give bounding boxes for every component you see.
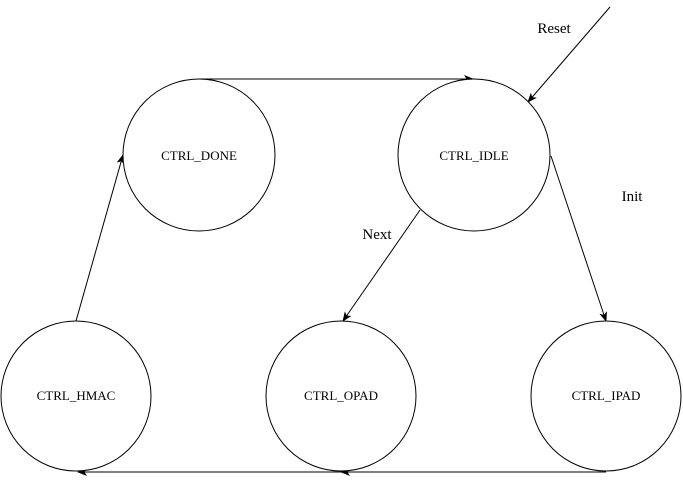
- edge-label-next: Next: [362, 227, 392, 243]
- edge-reset-to-idle: [527, 6, 611, 103]
- edge-idle-to-ipad: [550, 155, 607, 322]
- state-ctrl-hmac-circle: [0, 320, 152, 472]
- state-ctrl-opad-label: CTRL_OPAD: [304, 388, 378, 403]
- edge-idle-to-opad: [342, 209, 421, 322]
- state-ctrl-opad-circle: [265, 320, 417, 472]
- edge-hmac-to-done: [75, 154, 125, 322]
- state-ctrl-done-label: CTRL_DONE: [161, 148, 237, 163]
- state-ctrl-ipad-label: CTRL_IPAD: [572, 388, 641, 403]
- state-ctrl-done-circle: [122, 78, 276, 232]
- state-ctrl-opad: CTRL_OPAD: [265, 320, 417, 472]
- state-ctrl-ipad: CTRL_IPAD: [530, 320, 682, 472]
- state-ctrl-hmac: CTRL_HMAC: [0, 320, 152, 472]
- state-ctrl-done: CTRL_DONE: [122, 78, 276, 232]
- state-ctrl-idle-label: CTRL_IDLE: [439, 148, 508, 163]
- edge-label-reset: Reset: [537, 21, 571, 37]
- state-ctrl-hmac-label: CTRL_HMAC: [37, 388, 116, 403]
- state-ctrl-idle: CTRL_IDLE: [397, 78, 551, 232]
- state-ctrl-ipad-circle: [530, 320, 682, 472]
- edge-label-init: Init: [622, 189, 644, 205]
- state-ctrl-idle-circle: [397, 78, 551, 232]
